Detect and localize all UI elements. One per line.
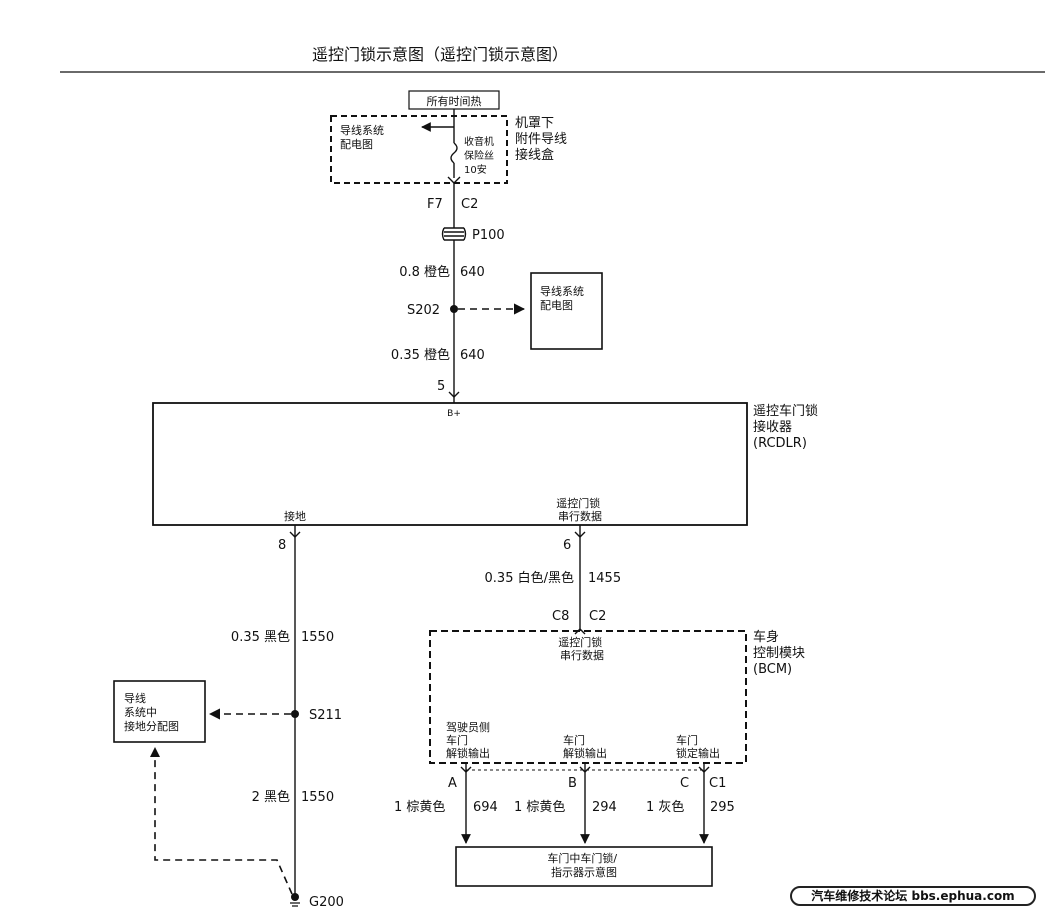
ground-icon [290, 902, 300, 907]
connector-c2-bcm: C2 [589, 609, 606, 624]
wire-1455-size-color: 0.35 白色/黑色 [485, 570, 574, 586]
rcdlr-ground-label: 接地 [284, 510, 306, 523]
splice-s211: S211 [309, 708, 342, 723]
bcm-out-b-label: 车门 解锁输出 [563, 733, 607, 760]
fuse-icon [450, 142, 458, 164]
rcdlr-pin-8: 8 [278, 538, 286, 553]
bcm-out-a-label: 驾驶员侧 车门 解锁输出 [446, 720, 494, 760]
fuse-box [330, 115, 508, 184]
bcm-out-c-label: 车门 锁定输出 [676, 733, 720, 760]
ground-g200: G200 [309, 895, 344, 910]
ref-box-s202-label: 导线系统 配电图 [540, 284, 588, 312]
connector-b: B [568, 776, 577, 791]
ground-ref-dashed-path [154, 752, 293, 895]
fuse-box-ref: 导线系统 配电图 [340, 123, 388, 151]
rcdlr-bplus: B+ [447, 409, 461, 419]
connector-c1: C1 [709, 776, 726, 791]
connector-c2-fuse: C2 [461, 197, 478, 212]
door-lock-ref-label: 车门中车门锁/ 指示器示意图 [547, 851, 620, 879]
rcdlr-box [152, 402, 748, 526]
wire-694-circuit: 694 [473, 800, 498, 815]
page-title: 遥控门锁示意图（遥控门锁示意图） [312, 45, 568, 64]
ref-box-ground-label: 导线 系统中 接地分配图 [124, 691, 179, 733]
p100-connector-sides [441, 227, 467, 241]
wire-295-size-color: 1 灰色 [646, 799, 684, 815]
connector-a: A [448, 776, 457, 791]
ground-ref-arrowhead [150, 747, 160, 757]
wire-640b-size-color: 0.35 橙色 [391, 347, 450, 363]
bcm-name: 车身 控制模块 (BCM) [753, 629, 809, 677]
connector-p100: P100 [472, 228, 505, 243]
wire-640b-circuit: 640 [460, 348, 485, 363]
wire-295-circuit: 295 [710, 800, 735, 815]
power-label: 所有时间热 [427, 94, 482, 108]
fuse-box-name: 机罩下 附件导线 接线盒 [515, 116, 571, 163]
bcm-in-pin-icon [574, 628, 586, 635]
ref-box-ground [113, 680, 206, 743]
rcdlr-pin-6: 6 [563, 538, 571, 553]
p100-connector-icon [444, 227, 464, 241]
bcm-data-label: 遥控门锁 串行数据 [558, 635, 606, 662]
bcm-box [429, 630, 747, 764]
wire-1550b-size-color: 2 黑色 [252, 789, 290, 805]
wire-1550a-size-color: 0.35 黑色 [231, 629, 290, 645]
splice-s202: S202 [407, 303, 440, 318]
connector-c8: C8 [552, 609, 569, 624]
watermark-badge: 汽车维修技术论坛 bbs.ephua.com [790, 886, 1036, 906]
wire-1550a-circuit: 1550 [301, 630, 334, 645]
connector-f7: F7 [427, 197, 443, 212]
door-lock-ref-box [455, 846, 713, 887]
fuse-label: 收音机 保险丝 10安 [464, 135, 497, 176]
wire-294-size-color: 1 棕黄色 [514, 799, 565, 815]
connector-c: C [680, 776, 689, 791]
wire-294-circuit: 294 [592, 800, 617, 815]
wire-1455-circuit: 1455 [588, 571, 621, 586]
wire-640a-size-color: 0.8 橙色 [399, 264, 450, 280]
ref-box-s202 [530, 272, 603, 350]
ground-g200-dot [291, 893, 299, 901]
wire-694-size-color: 1 棕黄色 [394, 799, 445, 815]
rcdlr-data-label: 遥控门锁 串行数据 [556, 496, 604, 523]
wire-1550b-circuit: 1550 [301, 790, 334, 805]
wire-640a-circuit: 640 [460, 265, 485, 280]
rcdlr-name: 遥控车门锁 接收器 (RCDLR) [753, 403, 822, 451]
rcdlr-pin-5: 5 [437, 379, 445, 394]
